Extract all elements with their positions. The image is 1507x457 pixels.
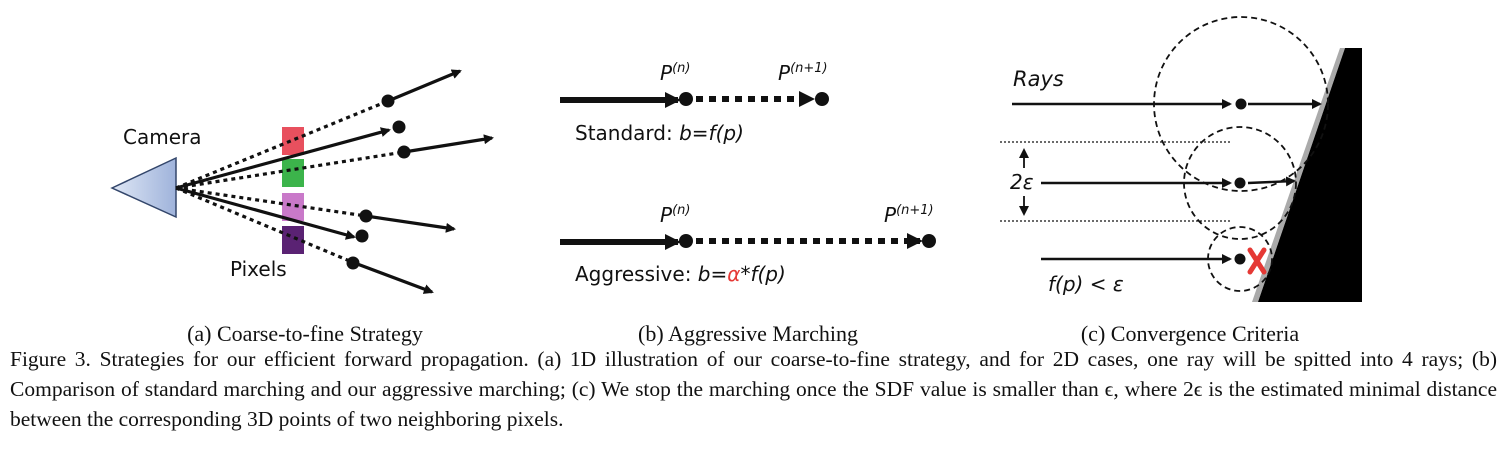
aggressive-point-n (679, 234, 693, 248)
aggressive-point-n1 (922, 234, 936, 248)
aggressive-pn-label: P(n) (660, 203, 690, 227)
panel-c-caption: (c) Convergence Criteria (1081, 321, 1300, 346)
criterion-label: f(p) < ε (1048, 272, 1124, 296)
march-point (1234, 177, 1246, 189)
epsilon-label: 2ε (1010, 170, 1034, 194)
surface-wall (1258, 48, 1362, 302)
ray-3 (175, 150, 405, 190)
ray-4 (175, 186, 367, 218)
standard-pn-label: P(n) (660, 61, 690, 85)
panel-b-caption: (b) Aggressive Marching (638, 321, 858, 346)
ray-6 (175, 186, 353, 264)
ray-1-ext (387, 69, 462, 103)
figure-caption: Figure 3. Strategies for our efficient f… (10, 344, 1497, 434)
alpha-symbol: α (727, 262, 740, 286)
standard-pn1-label: P(n+1) (778, 61, 828, 85)
ray-2 (175, 127, 391, 190)
panel-a-coarse-to-fine: Camera Pixels (a) Coarse (110, 69, 494, 346)
sample-point (381, 94, 395, 108)
sample-point (359, 209, 373, 223)
panel-a-caption: (a) Coarse-to-fine Strategy (187, 321, 423, 346)
march-point (1235, 98, 1247, 110)
sample-point (392, 120, 406, 134)
pixel-2 (282, 159, 304, 187)
caption-lead: Figure 3. Strategies for our efficient f… (10, 347, 529, 371)
rays-label: Rays (1013, 67, 1064, 91)
panel-b-aggressive-marching: P(n) P(n+1) Standard: b=f(p) P(n) P(n+1)… (560, 61, 936, 346)
standard-point-n1 (815, 92, 829, 106)
pixel-4 (282, 226, 304, 254)
surface-wall-shadow (1252, 48, 1345, 302)
ray-1 (175, 99, 389, 190)
ray-c-2-ext (1247, 176, 1296, 187)
ray-4-ext (365, 214, 456, 233)
sample-point (355, 229, 369, 243)
caption-text: (a) 1D illustration of our coarse-to-fin… (10, 347, 1497, 431)
standard-point-n (679, 92, 693, 106)
pixel-1 (282, 127, 304, 155)
camera-icon (110, 156, 177, 219)
pixels-label: Pixels (230, 257, 287, 281)
pixel-3 (282, 193, 304, 221)
panel-c-convergence: 2ε Rays f(p) < ε (c) Convergence Criteri… (1000, 16, 1362, 346)
ray-5 (175, 186, 356, 240)
march-point (1234, 253, 1246, 265)
camera-label: Camera (123, 125, 202, 149)
sample-point (346, 256, 360, 270)
standard-label: Standard: b=f(p) (575, 121, 744, 145)
ray-6-ext (351, 260, 434, 294)
stop-x-icon (1247, 247, 1267, 275)
sample-point (397, 145, 411, 159)
ray-3-ext (403, 134, 494, 154)
aggressive-label: Aggressive: b=α*f(p) (575, 262, 786, 286)
aggressive-pn1-label: P(n+1) (884, 203, 934, 227)
